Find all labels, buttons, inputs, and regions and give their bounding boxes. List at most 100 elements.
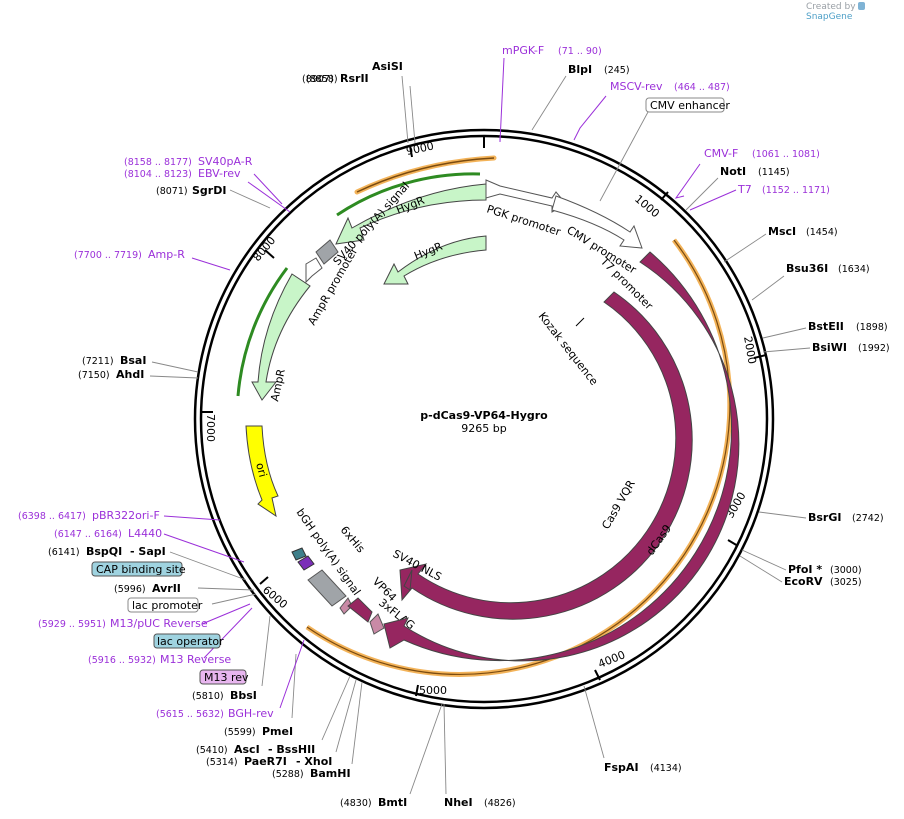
site-bsrgi-pos: (2742) <box>852 513 884 524</box>
site-bsiwi: BsiWI <box>812 341 847 354</box>
site-ecorv: EcoRV <box>784 575 823 588</box>
kozak-tick <box>575 317 585 327</box>
cap-site-label: CAP binding site <box>96 563 186 576</box>
site-bmti-pos: (4830) <box>340 798 372 809</box>
orange-arc-main-core <box>306 239 731 676</box>
site-ecorv-pos: (3025) <box>830 577 862 588</box>
site-pmei-pos: (5599) <box>224 727 256 738</box>
lac-operator-box <box>153 633 221 649</box>
primer-ampr: Amp-R <box>148 248 185 261</box>
tick-7000: 7000 <box>204 414 217 442</box>
m13-rev-box <box>199 669 247 685</box>
dcas9-arrow <box>383 251 740 662</box>
site-sapi: - SapI <box>130 545 166 558</box>
site-fspai: FspAI <box>604 761 639 774</box>
primer-l4440-pos: (6147 .. 6164) <box>54 529 122 540</box>
site-bbsi: BbsI <box>230 689 257 702</box>
snapgene-brand: SnapGene <box>806 12 853 22</box>
bgh-polya-block <box>307 569 347 607</box>
site-asisi-pos: (8907) <box>302 74 334 85</box>
hygr-inner-arrow <box>383 235 487 285</box>
site-asci: AscI <box>234 743 260 756</box>
plasmid-name: p-dCas9-VP64-Hygro <box>420 409 548 422</box>
tick-5000: 5000 <box>419 684 447 697</box>
site-noti-pos: (1145) <box>758 167 790 178</box>
site-asci-pos: (5410) <box>196 745 228 756</box>
primer-t7: T7 <box>737 183 752 196</box>
site-xhoi: - XhoI <box>296 755 332 768</box>
primer-labels: mPGK-F (71 .. 90) MSCV-rev (464 .. 487) … <box>18 44 830 720</box>
sv40-polya-block <box>315 239 339 265</box>
cap-site-box <box>91 561 183 577</box>
backbone-ticks <box>202 136 767 697</box>
plasmid-size: 9265 bp <box>461 422 506 435</box>
leader-lines <box>149 75 811 795</box>
created-by-text: Created by <box>806 2 856 12</box>
pgk-promoter-label: PGK promoter <box>485 202 563 238</box>
primer-ampr-pos: (7700 .. 7719) <box>74 250 142 261</box>
site-ahdi-pos: (7150) <box>78 370 110 381</box>
site-blpi-pos: (245) <box>604 65 630 76</box>
his-label: 6xHis <box>338 524 368 556</box>
site-paer7i: PaeR7I <box>244 755 287 768</box>
ampr-promoter-arrow <box>305 257 323 284</box>
site-msci: MscI <box>768 225 796 238</box>
primer-msciv-pos: (464 .. 487) <box>674 82 730 93</box>
primer-pbr322: pBR322ori-F <box>92 509 160 522</box>
site-rsrii: RsrII <box>340 72 369 85</box>
orange-arc-top-core <box>356 157 495 193</box>
kozak-label: Kozak sequence <box>536 310 601 388</box>
primer-m13rev: M13 Reverse <box>160 653 231 666</box>
primer-lines <box>163 57 737 709</box>
green-arc-top <box>336 172 481 217</box>
site-pfoi-pos: (3000) <box>830 565 862 576</box>
site-sgrdi: SgrDI <box>192 184 226 197</box>
site-bsai: BsaI <box>120 354 146 367</box>
lac-promoter-label: lac promoter <box>132 599 203 612</box>
tick-9000: 9000 <box>405 139 435 158</box>
site-bsteii: BstEII <box>808 320 844 333</box>
cmv-promoter-arrow <box>551 195 643 249</box>
site-noti: NotI <box>720 165 746 178</box>
snapgene-logo-icon <box>858 2 866 10</box>
primer-pbr322-pos: (6398 .. 6417) <box>18 511 86 522</box>
primer-t7-pos: (1152 .. 1171) <box>762 185 830 196</box>
site-bsiwi-pos: (1992) <box>858 343 890 354</box>
primer-bgh-pos: (5615 .. 5632) <box>156 709 224 720</box>
site-nhei-pos: (4826) <box>484 798 516 809</box>
ori-arrow <box>245 425 279 518</box>
tick-4000: 4000 <box>596 648 627 671</box>
site-bspqi: BspQI <box>86 545 122 558</box>
ori-label: ori <box>253 461 269 478</box>
ampr-arrow <box>251 273 311 401</box>
site-bmti: BmtI <box>378 796 407 809</box>
boxed-labels: CMV enhancer CAP binding site lac promot… <box>91 97 730 685</box>
primer-ebv-pos: (8104 .. 8123) <box>124 169 192 180</box>
hygr-outer-arrow <box>335 183 487 245</box>
site-bamhi: BamHI <box>310 767 351 780</box>
site-msci-pos: (1454) <box>806 227 838 238</box>
lac-operator-label: lac operator <box>157 635 224 648</box>
primer-msciv: MSCV-rev <box>610 80 663 93</box>
sites-left: (4830) BmtI (5288) BamHI (5314) PaeR7I -… <box>48 184 407 809</box>
site-bsrgi: BsrGI <box>808 511 841 524</box>
cmv-enhancer-box <box>645 97 725 113</box>
site-paer7i-pos: (5314) <box>206 757 238 768</box>
site-sgrdi-pos: (8071) <box>156 186 188 197</box>
primer-m13puc-pos: (5929 .. 5951) <box>38 619 106 630</box>
cmv-enhancer-label: CMV enhancer <box>650 99 730 112</box>
cas9-vqr-label: Cas9 VQR <box>599 478 638 532</box>
site-ahdi: AhdI <box>116 368 144 381</box>
primer-mpgk: mPGK-F <box>502 44 544 57</box>
green-arc-left <box>236 267 289 397</box>
m13-block <box>297 555 315 571</box>
site-blpi: BlpI <box>568 63 592 76</box>
tick-2000: 2000 <box>741 335 759 365</box>
vp64-arrow <box>347 597 373 623</box>
lac-promoter-box <box>127 597 199 613</box>
site-rsrii-pos: (8858) <box>306 74 338 85</box>
site-asisi: AsiSI <box>372 60 403 73</box>
primer-m13rev-pos: (5916 .. 5932) <box>88 655 156 666</box>
sv40-nls-arrow <box>403 569 413 591</box>
